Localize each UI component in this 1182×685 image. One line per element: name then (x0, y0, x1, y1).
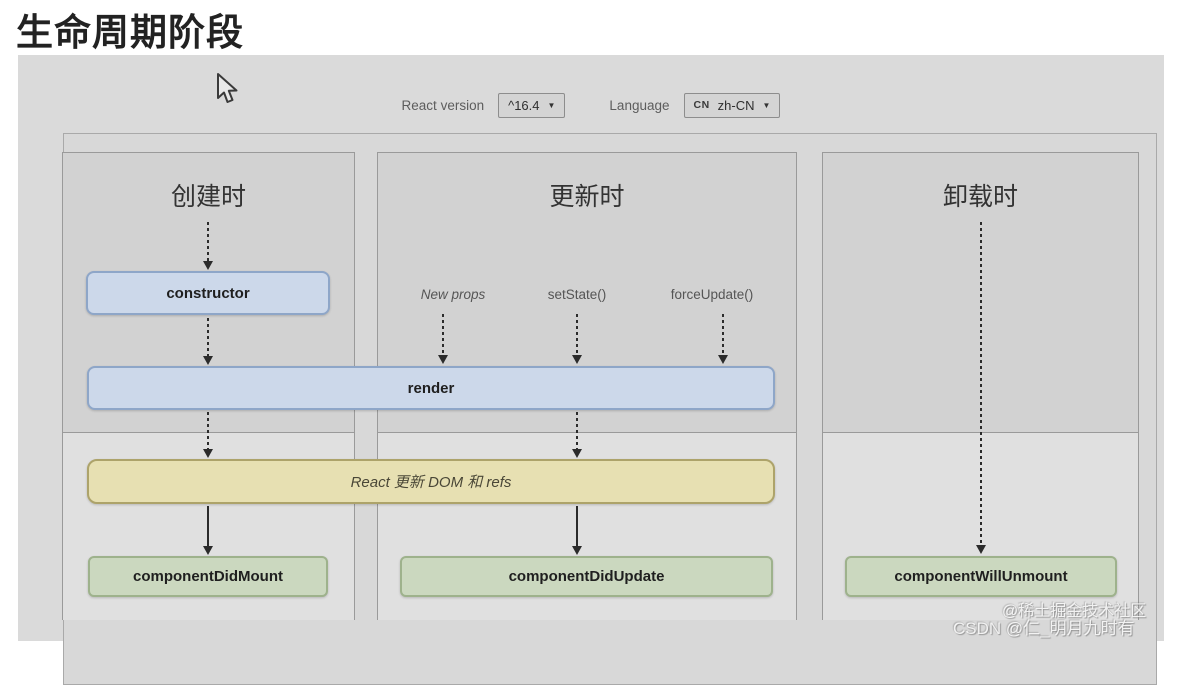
node-component-did-mount[interactable]: componentDidMount (88, 556, 328, 597)
chevron-down-icon: ▼ (762, 100, 771, 110)
react-version-select[interactable]: ^16.4 ▼ (498, 92, 566, 118)
arrow-domrefs-to-didmount (203, 506, 213, 555)
arrow-mount-to-constructor (203, 222, 213, 270)
watermark-csdn: CSDN @仁_明月九时有 (953, 619, 1135, 638)
arrow-newprops-to-render (438, 314, 448, 364)
lifecycle-diagram-page: 生命周期阶段 React version ^16.4 ▼ Language CN… (0, 12, 1182, 685)
page-title: 生命周期阶段 (16, 12, 244, 53)
language-badge: CN (693, 99, 710, 111)
language-value: zh-CN (717, 97, 755, 113)
react-version-value: ^16.4 (508, 97, 540, 113)
trigger-set-state: setState() (547, 287, 607, 302)
watermark-juejin: @稀土掘金技术社区 (1002, 603, 1147, 620)
column-unmounting-title: 卸载时 (942, 183, 1018, 211)
arrow-constructor-to-render (203, 318, 213, 365)
trigger-force-update: forceUpdate() (670, 287, 754, 302)
arrow-render-to-domrefs-update (572, 412, 582, 458)
arrow-forceupdate-to-render (718, 314, 728, 364)
chevron-down-icon: ▼ (547, 100, 556, 110)
arrow-render-to-domrefs (203, 412, 213, 458)
node-react-updates-dom: React 更新 DOM 和 refs (87, 459, 775, 504)
react-version-label: React version (401, 97, 485, 113)
column-updating-title: 更新时 (549, 183, 625, 211)
mouse-cursor-icon (214, 72, 242, 111)
node-render[interactable]: render (87, 366, 775, 410)
node-constructor[interactable]: constructor (86, 271, 330, 315)
arrow-domrefs-to-didupdate (572, 506, 582, 555)
node-component-did-update[interactable]: componentDidUpdate (400, 556, 773, 597)
column-mounting-title: 创建时 (170, 183, 246, 211)
language-select[interactable]: CN zh-CN ▼ (683, 92, 781, 118)
trigger-new-props: New props (420, 287, 486, 302)
node-component-will-unmount[interactable]: componentWillUnmount (845, 556, 1117, 597)
arrow-setstate-to-render (572, 314, 582, 364)
arrow-unmount-to-willunmount (976, 222, 986, 554)
language-label: Language (609, 97, 670, 113)
diagram-toolbar: React version ^16.4 ▼ Language CN zh-CN … (0, 90, 1182, 120)
